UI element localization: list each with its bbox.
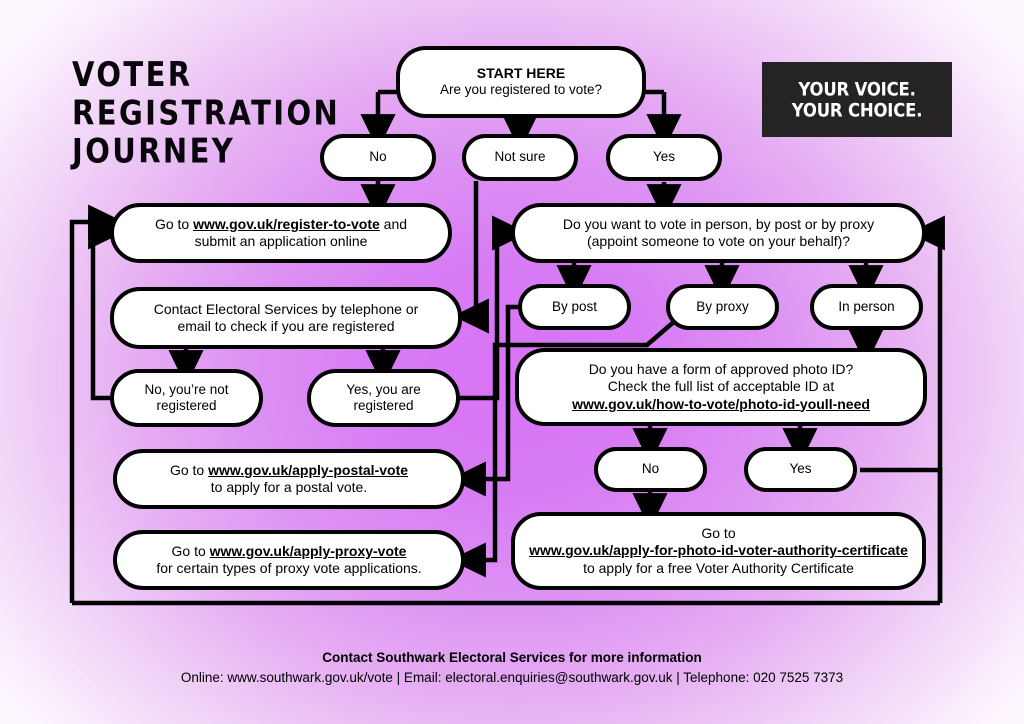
node-not-registered: No, you’re not registered — [110, 369, 263, 427]
node-proxy-line1: Go to www.gov.uk/apply-proxy-vote — [171, 542, 407, 559]
footer-heading: Contact Southwark Electoral Services for… — [322, 650, 702, 665]
logo-line-1: YOUR VOICE. — [798, 78, 916, 100]
edge-rail-left-return — [69, 204, 125, 603]
node-not-registered-line1: No, you’re not — [144, 381, 229, 397]
link-register-to-vote[interactable]: www.gov.uk/register-to-vote — [193, 215, 380, 232]
node-photo-id: Do you have a form of approved photo ID?… — [515, 348, 927, 426]
node-register-online-line1: Go to www.gov.uk/register-to-vote and — [154, 215, 408, 232]
node-contact-line1: Contact Electoral Services by telephone … — [153, 300, 419, 317]
node-answer-no: No — [320, 134, 436, 181]
node-photo-id-line2: Check the full list of acceptable ID at — [607, 378, 835, 395]
node-start-heading: START HERE — [476, 65, 566, 82]
node-answer-not-sure-label: Not sure — [494, 149, 546, 165]
node-vote-method-line1: Do you want to vote in person, by post o… — [562, 215, 875, 232]
node-start-question: Are you registered to vote? — [439, 82, 603, 98]
node-by-proxy-label: By proxy — [696, 298, 749, 314]
logo-line-2: YOUR CHOICE. — [791, 99, 923, 121]
node-vote-method-line2: (appoint someone to vote on your behalf)… — [586, 233, 851, 249]
node-in-person-label: In person — [838, 298, 895, 314]
node-are-registered-line2: registered — [353, 398, 414, 413]
node-postal-line1: Go to www.gov.uk/apply-postal-vote — [169, 461, 409, 478]
node-photo-id-line1: Do you have a form of approved photo ID? — [588, 361, 854, 378]
node-register-online: Go to www.gov.uk/register-to-vote and su… — [110, 203, 452, 263]
link-apply-postal-vote[interactable]: www.gov.uk/apply-postal-vote — [208, 461, 409, 478]
link-photo-id-youll-need[interactable]: www.gov.uk/how-to-vote/photo-id-youll-ne… — [572, 395, 870, 412]
node-are-registered-line1: Yes, you are — [346, 381, 421, 397]
node-certificate-line3: to apply for a free Voter Authority Cert… — [583, 559, 854, 576]
edge-byproxy-to-proxy — [449, 318, 678, 578]
edge-notreg-to-register — [88, 214, 125, 401]
edge-reg-to-votemethod — [460, 215, 529, 401]
node-in-person: In person — [810, 284, 923, 330]
node-postal-vote: Go to www.gov.uk/apply-postal-vote to ap… — [113, 449, 465, 509]
node-id-no: No — [594, 447, 707, 492]
campaign-logo: YOUR VOICE. YOUR CHOICE. — [762, 62, 952, 137]
link-voter-authority-certificate[interactable]: www.gov.uk/apply-for-photo-id-voter-auth… — [529, 542, 908, 559]
node-vote-method: Do you want to vote in person, by post o… — [511, 203, 926, 263]
node-answer-not-sure: Not sure — [462, 134, 578, 181]
footer-details: Online: www.southwark.gov.uk/vote | Emai… — [180, 669, 844, 685]
page-title: VOTER REGISTRATION JOURNEY — [72, 54, 341, 171]
node-id-no-label: No — [641, 461, 660, 477]
edge-notsure-to-contact — [452, 181, 489, 334]
node-id-yes: Yes — [744, 447, 857, 492]
node-proxy-line2: for certain types of proxy vote applicat… — [156, 560, 422, 576]
node-by-post: By post — [518, 284, 631, 330]
node-by-post-label: By post — [551, 298, 598, 314]
node-not-registered-line2: registered — [156, 398, 217, 413]
node-answer-yes: Yes — [606, 134, 722, 181]
node-start: START HERE Are you registered to vote? — [396, 46, 646, 118]
edge-rail-right-return — [908, 215, 945, 603]
node-voter-certificate: Go to www.gov.uk/apply-for-photo-id-vote… — [511, 512, 926, 590]
node-postal-line2: to apply for a postal vote. — [210, 479, 368, 495]
node-answer-no-label: No — [369, 149, 387, 165]
node-contact-electoral-services: Contact Electoral Services by telephone … — [110, 287, 462, 349]
footer: Contact Southwark Electoral Services for… — [0, 648, 1024, 687]
node-certificate-line1: Go to — [701, 525, 736, 542]
node-by-proxy: By proxy — [666, 284, 779, 330]
node-register-online-line2: submit an application online — [194, 233, 368, 249]
node-id-yes-label: Yes — [789, 461, 812, 477]
node-are-registered: Yes, you are registered — [307, 369, 460, 427]
node-contact-line2: email to check if you are registered — [177, 318, 395, 334]
node-proxy-vote: Go to www.gov.uk/apply-proxy-vote for ce… — [113, 530, 465, 590]
edge-bypost-to-postal — [449, 304, 524, 497]
node-answer-yes-label: Yes — [652, 149, 676, 165]
link-apply-proxy-vote[interactable]: www.gov.uk/apply-proxy-vote — [209, 542, 407, 559]
